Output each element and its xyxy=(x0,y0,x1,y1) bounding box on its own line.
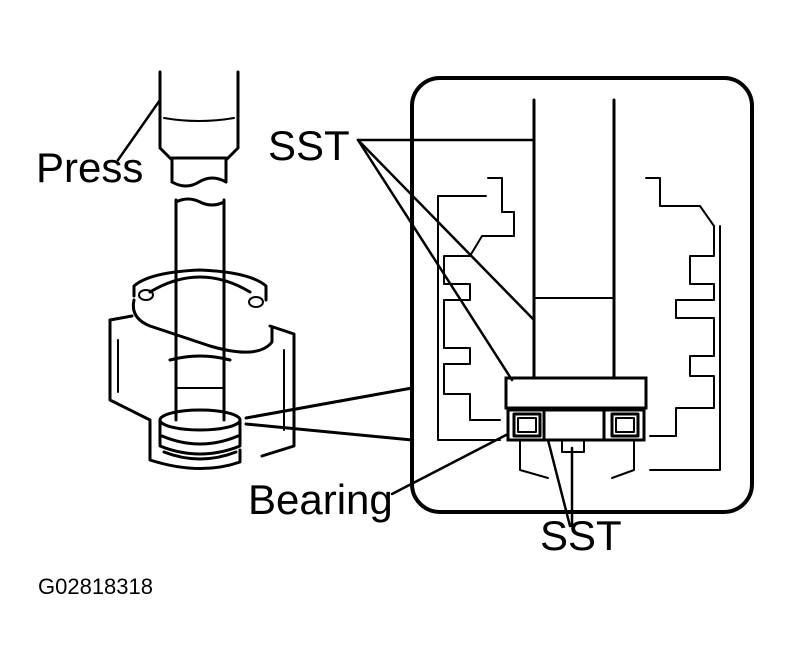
gear-housing xyxy=(108,268,296,470)
label-sst-bottom: SST xyxy=(540,512,622,559)
detail-callout-wedge xyxy=(244,386,414,442)
detail-inset xyxy=(410,76,754,514)
label-bearing: Bearing xyxy=(248,476,393,523)
press-ram xyxy=(158,70,240,188)
label-press: Press xyxy=(36,144,143,191)
label-sst-top: SST xyxy=(268,122,350,169)
shaft xyxy=(174,197,226,422)
bearing-on-shaft xyxy=(158,408,242,461)
leader-lines xyxy=(116,98,574,528)
figure-id: G02818318 xyxy=(38,574,153,599)
